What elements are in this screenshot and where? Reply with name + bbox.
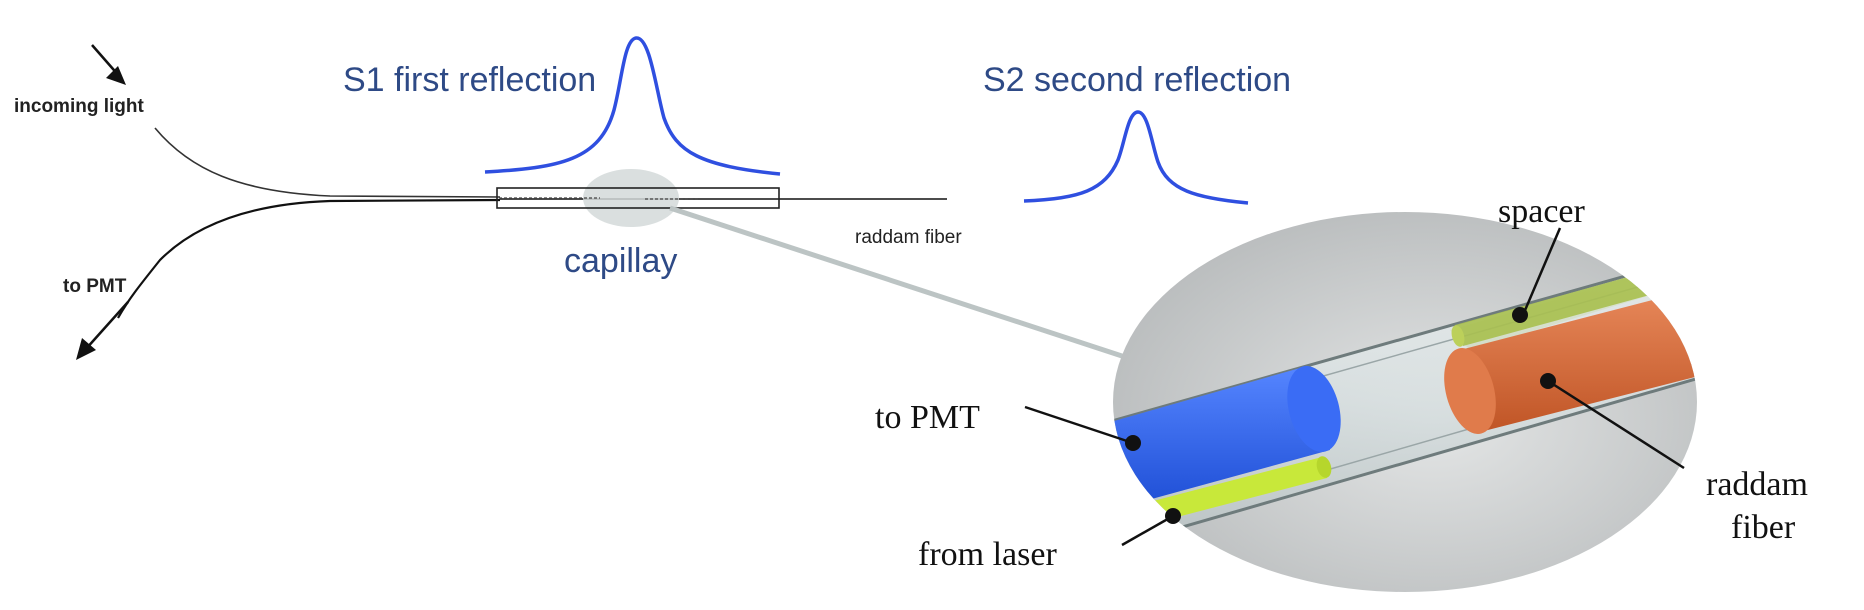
raddam-fiber-zoom (1460, 285, 1697, 432)
zoom-connector (669, 205, 1126, 360)
from-laser-label: from laser (918, 536, 1057, 573)
to-pmt-left-label: to PMT (63, 276, 127, 297)
raddam-fiber-small-label: raddam fiber (855, 227, 962, 248)
capillary-highlight (583, 169, 679, 227)
s2-reflection-pulse (1023, 110, 1249, 205)
leader-raddam (1540, 373, 1685, 470)
capillary-label: capillay (564, 242, 677, 280)
laser-fiber (1130, 457, 1327, 528)
s1-label: S1 first reflection (343, 61, 596, 99)
s2-label: S2 second reflection (983, 61, 1291, 99)
leader-from-laser (1121, 508, 1181, 547)
incoming-light-label: incoming light (14, 96, 144, 117)
to-pmt-zoom-label: to PMT (875, 399, 980, 436)
spacer-label: spacer (1498, 193, 1586, 230)
leader-spacer (1512, 227, 1562, 323)
arrow-down-right-icon (91, 44, 126, 85)
raddam-label-line2: fiber (1731, 509, 1796, 546)
leader-to-pmt (1024, 405, 1141, 451)
raddam-label-line1: raddam (1706, 466, 1808, 503)
arrow-down-left-icon (76, 301, 129, 360)
incoming-fiber (154, 127, 501, 198)
outgoing-fiber (117, 198, 501, 319)
zoom-view (1113, 212, 1697, 592)
capillary-tube (496, 187, 780, 209)
pmt-fiber (1113, 368, 1330, 505)
s1-reflection-pulse (484, 36, 781, 176)
